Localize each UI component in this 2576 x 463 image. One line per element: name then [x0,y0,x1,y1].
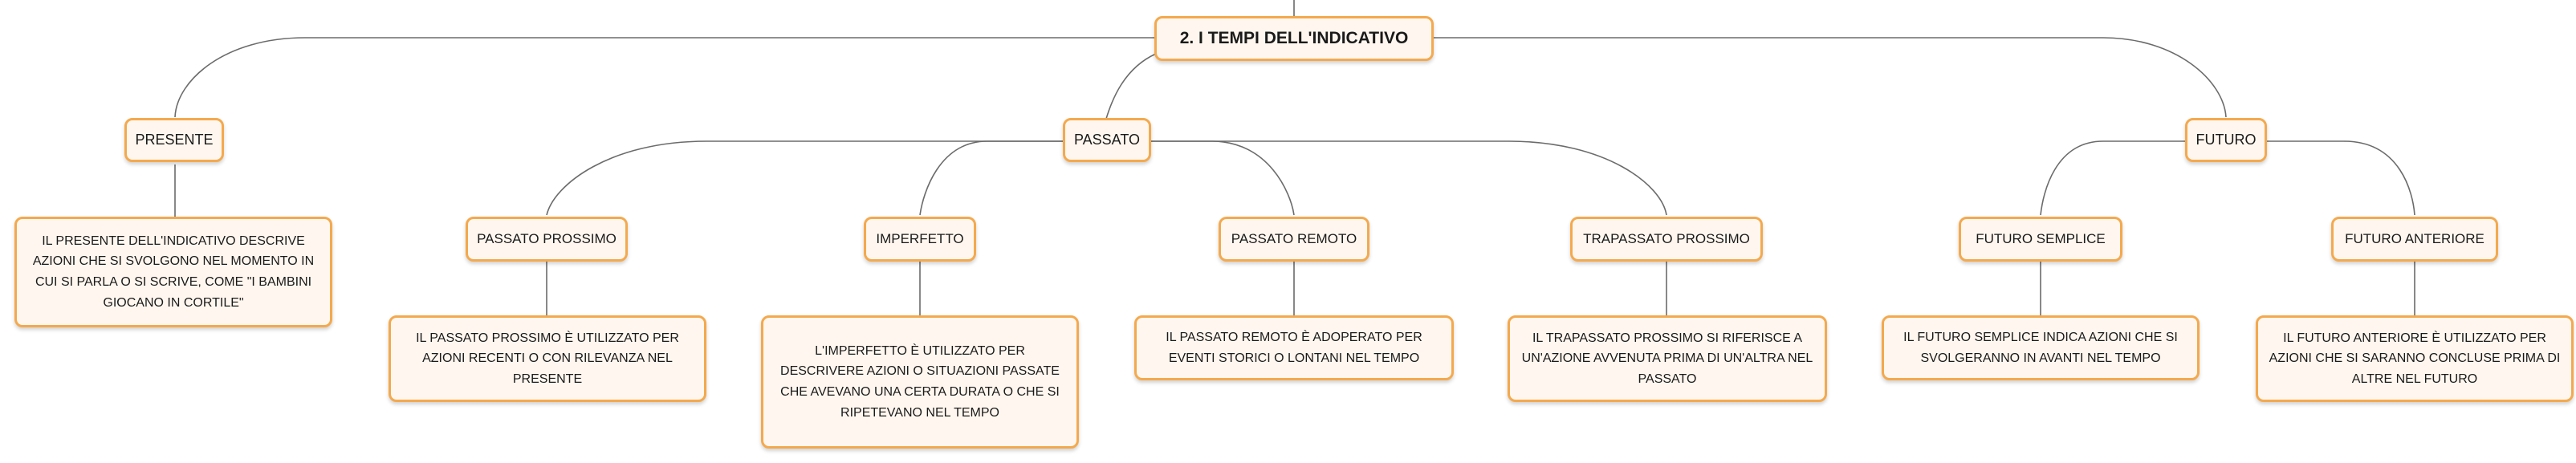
passato-node[interactable]: PASSATO [1063,118,1151,162]
imperfetto-description-text: L'IMPERFETTO È UTILIZZATO PER DESCRIVERE… [780,343,1060,420]
root-label: 2. I TEMPI DELL'INDICATIVO [1179,29,1409,47]
futuro-anteriore-label: FUTURO ANTERIORE [2345,231,2484,246]
imperfetto-description: L'IMPERFETTO È UTILIZZATO PER DESCRIVERE… [761,315,1079,449]
futuro-anteriore-description: IL FUTURO ANTERIORE È UTILIZZATO PER AZI… [2256,315,2574,402]
passato-remoto-description: IL PASSATO REMOTO È ADOPERATO PER EVENTI… [1134,315,1454,380]
futuro-node[interactable]: FUTURO [2185,118,2267,162]
trapassato-prossimo-description-text: IL TRAPASSATO PROSSIMO SI RIFERISCE A UN… [1521,331,1813,386]
futuro-anteriore-node[interactable]: FUTURO ANTERIORE [2331,217,2498,262]
passato-remoto-node[interactable]: PASSATO REMOTO [1219,217,1369,262]
futuro-semplice-node[interactable]: FUTURO SEMPLICE [1959,217,2122,262]
imperfetto-label: IMPERFETTO [876,231,964,246]
trapassato-prossimo-node[interactable]: TRAPASSATO PROSSIMO [1570,217,1763,262]
futuro-semplice-description-text: IL FUTURO SEMPLICE INDICA AZIONI CHE SI … [1903,330,2178,365]
passato-prossimo-label: PASSATO PROSSIMO [477,231,617,246]
trapassato-prossimo-description: IL TRAPASSATO PROSSIMO SI RIFERISCE A UN… [1508,315,1827,402]
futuro-semplice-label: FUTURO SEMPLICE [1976,231,2106,246]
presente-node[interactable]: PRESENTE [124,118,224,162]
futuro-anteriore-description-text: IL FUTURO ANTERIORE È UTILIZZATO PER AZI… [2269,331,2561,386]
futuro-label: FUTURO [2196,132,2257,148]
presente-label: PRESENTE [135,132,214,148]
passato-remoto-description-text: IL PASSATO REMOTO È ADOPERATO PER EVENTI… [1166,330,1422,365]
futuro-semplice-description: IL FUTURO SEMPLICE INDICA AZIONI CHE SI … [1882,315,2200,380]
trapassato-prossimo-label: TRAPASSATO PROSSIMO [1583,231,1750,246]
passato-label: PASSATO [1073,132,1141,148]
passato-remoto-label: PASSATO REMOTO [1231,231,1357,246]
presente-description-text: IL PRESENTE DELL'INDICATIVO DESCRIVE AZI… [32,234,315,310]
passato-prossimo-node[interactable]: PASSATO PROSSIMO [466,217,628,262]
passato-prossimo-description-text: IL PASSATO PROSSIMO È UTILIZZATO PER AZI… [416,331,679,386]
root-node[interactable]: 2. I TEMPI DELL'INDICATIVO [1154,16,1434,61]
imperfetto-node[interactable]: IMPERFETTO [864,217,976,262]
passato-prossimo-description: IL PASSATO PROSSIMO È UTILIZZATO PER AZI… [389,315,706,402]
presente-description: IL PRESENTE DELL'INDICATIVO DESCRIVE AZI… [14,217,332,327]
